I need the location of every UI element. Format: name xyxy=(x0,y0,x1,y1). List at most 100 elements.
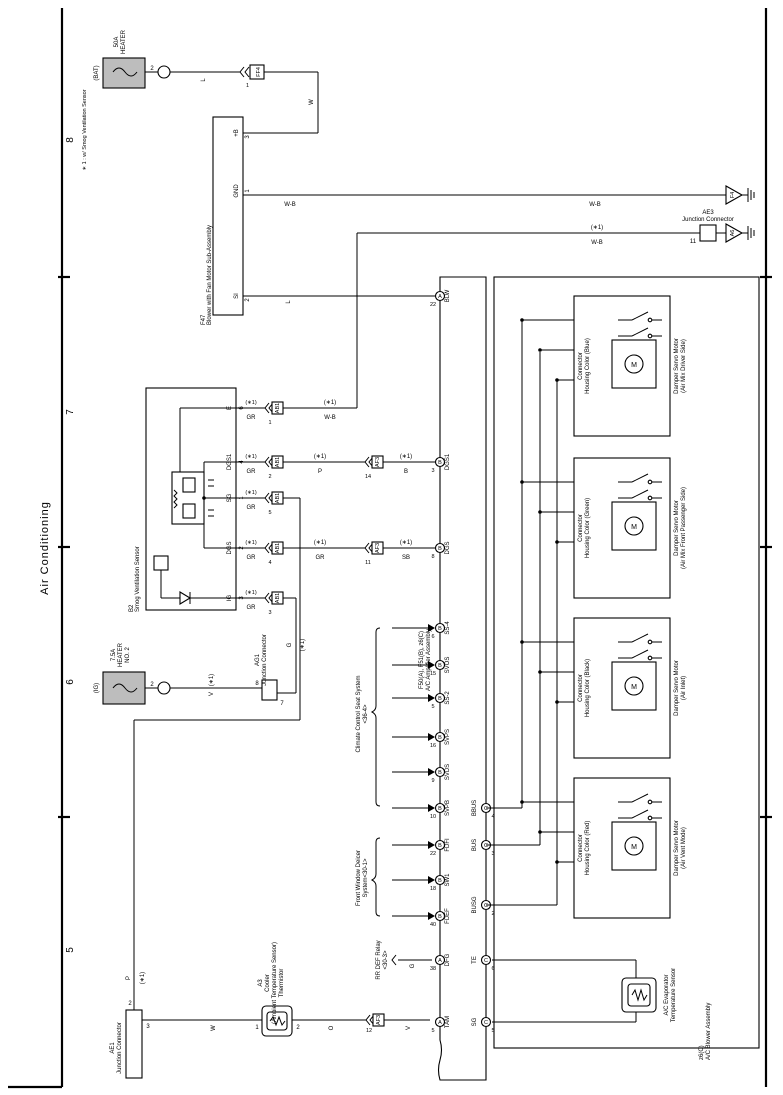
grid-number: 7 xyxy=(65,409,76,415)
switch-contact xyxy=(631,809,649,819)
pin-connector-letter: C xyxy=(484,806,488,812)
pin-number: 2 xyxy=(268,474,271,480)
svg-text:GR: GR xyxy=(247,505,257,511)
pin-connector-letter: C xyxy=(484,903,488,909)
fuse-heater2-no: NO. 2 xyxy=(125,647,131,663)
pin-number: 15 xyxy=(430,671,436,677)
sensor-pin-name: E xyxy=(227,406,233,410)
junction-code: AE3 xyxy=(702,210,714,216)
junction-code: AG1 xyxy=(255,653,261,666)
motor-icon xyxy=(624,516,644,536)
wire-color: W-B xyxy=(324,415,336,421)
switch-terminal xyxy=(647,317,653,323)
pin-socket xyxy=(434,542,446,554)
switch-contact xyxy=(631,793,649,803)
wire-color: V xyxy=(406,1026,412,1030)
pin-number: 2 xyxy=(150,682,154,688)
switch-contact xyxy=(631,473,649,483)
sensor-pin-name: DGS xyxy=(227,541,233,554)
ac-amplifier-assembly xyxy=(437,276,487,1081)
arrow-head xyxy=(428,876,435,884)
switch-contact xyxy=(631,311,649,321)
pin-number: 16 xyxy=(430,743,436,749)
junction-dot xyxy=(555,860,559,864)
blower-name: Blower with Fan Motor Sub-Assembly xyxy=(207,225,213,325)
pin-name: BUSG xyxy=(472,896,478,913)
svg-text:GR: GR xyxy=(247,605,257,611)
blower-pin-name: GND xyxy=(234,184,240,198)
connector-code: FF4 xyxy=(256,67,262,77)
ground-a6 xyxy=(725,223,744,243)
pin-number: 12 xyxy=(366,1028,372,1034)
junction-ae3 xyxy=(699,224,717,242)
wire-color: W xyxy=(309,99,315,105)
sensor-pin-name: IG xyxy=(227,595,233,602)
wire-mark: (∗1) xyxy=(314,540,326,546)
wire-color: V xyxy=(209,692,215,696)
pin-number: 18 xyxy=(430,886,436,892)
pin-number: 4 xyxy=(268,560,271,566)
connector-code: AB1 xyxy=(275,593,281,603)
junction-dot xyxy=(520,318,524,322)
motor-letter: M xyxy=(631,524,637,531)
pin-socket xyxy=(480,1016,492,1028)
servo-name: Damper Servo Motor xyxy=(674,500,680,556)
ab1-connector-group: (∗1) GR (∗1) GR (∗1) GR (∗1) GR (∗1) GR xyxy=(236,400,284,611)
thermistor-name: (Ambient Temperature Sensor) xyxy=(272,942,278,1024)
wire-color: L xyxy=(286,300,292,304)
switch-contact xyxy=(631,327,649,337)
pin-name: DGS1 xyxy=(445,453,451,470)
thermistor-icon xyxy=(631,988,648,1002)
arrow-head xyxy=(428,661,435,669)
sensor-name: Smog Ventilation Sensor xyxy=(135,546,141,612)
evaporator-label: Temperature Sensor xyxy=(671,968,677,1022)
junction-dot xyxy=(538,348,542,352)
junction-dot xyxy=(538,670,542,674)
wire-color: W-B xyxy=(591,240,603,246)
motor-icon xyxy=(624,836,644,856)
pin-socket xyxy=(434,910,446,922)
pin-number: 11 xyxy=(690,239,697,245)
blower-pin-name: SI xyxy=(234,293,240,299)
sensor-pin-name: SG xyxy=(227,493,233,502)
servo-housing-color: Housing Color (Black) xyxy=(585,659,591,717)
pin-connector-letter: B xyxy=(438,878,442,884)
arrow-head xyxy=(428,804,435,812)
pin-number: 1 xyxy=(246,83,249,89)
wire-color: P xyxy=(318,469,322,475)
pin-number: 22 xyxy=(430,302,436,308)
resistor-icon xyxy=(173,489,178,509)
page-title: Air Conditioning xyxy=(39,501,51,595)
amplifier-codes: F50(A), F51(B), z6(C) xyxy=(419,631,425,689)
motor-letter: M xyxy=(631,844,637,851)
ig-label: (IG) xyxy=(94,683,100,693)
fuse-icon xyxy=(112,683,138,693)
pin-connector-letter: C xyxy=(484,843,488,849)
junction-code: AE1 xyxy=(110,1042,116,1054)
svg-text:(∗1): (∗1) xyxy=(245,540,256,546)
wire-color: W xyxy=(211,1025,217,1031)
servo-housing-color: Housing Color (Green) xyxy=(585,498,591,558)
switch-terminal xyxy=(647,495,653,501)
connector-code: AF3 xyxy=(376,1015,382,1025)
junction-dot xyxy=(520,800,524,804)
pin-name: BLW xyxy=(445,289,451,302)
wire-mark: (∗1) xyxy=(209,674,215,686)
pin-number: 40 xyxy=(430,922,436,928)
pin-connector-letter: B xyxy=(438,806,442,812)
fuse-heater2-amp: 7.5A xyxy=(111,649,117,661)
motor-letter: M xyxy=(631,362,637,369)
arrow-head xyxy=(428,912,435,920)
pin-name: FDFI xyxy=(445,838,451,852)
junction-dot xyxy=(555,540,559,544)
pin-name: SW1 xyxy=(445,873,451,887)
pin-name: SVPS xyxy=(445,729,451,745)
thermistor-name: Cooler xyxy=(265,974,271,992)
pin-name: SS-4 xyxy=(445,621,451,635)
junction-dot xyxy=(555,700,559,704)
